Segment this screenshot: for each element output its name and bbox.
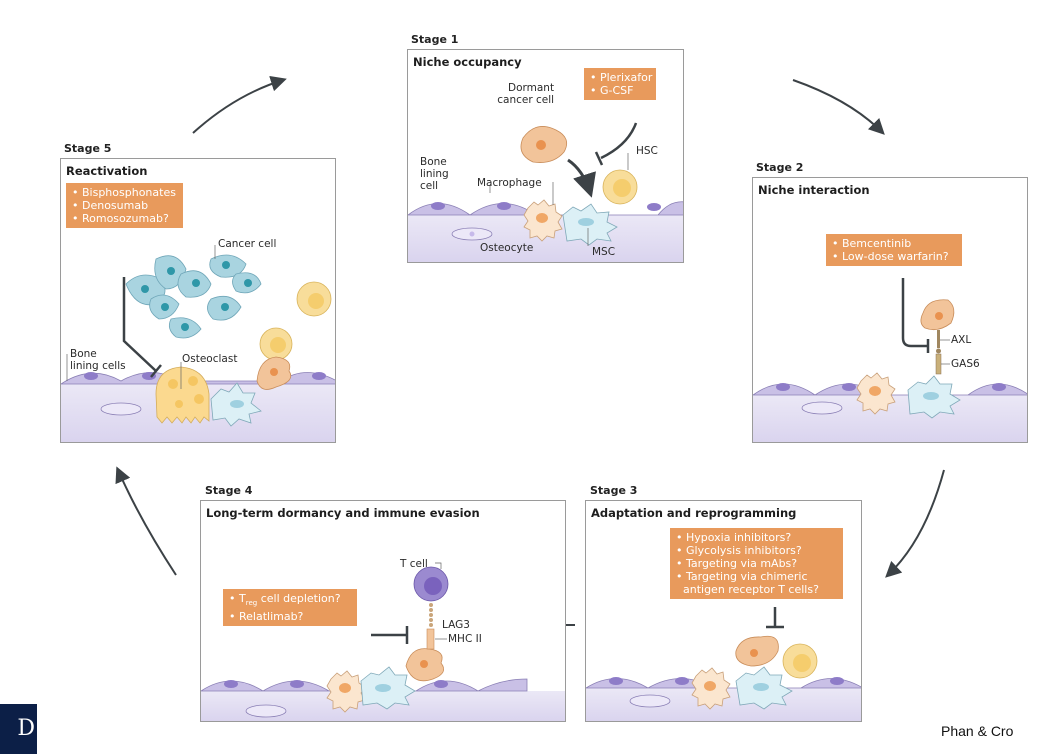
inhibit-line — [122, 277, 157, 372]
stage4-drug-box: • Treg cell depletion? • Relatlimab? — [223, 589, 357, 627]
arrow-stage1-to-stage2 — [792, 79, 885, 135]
cancer-cell-cluster — [125, 254, 262, 339]
drug-item: • G-CSF — [590, 84, 634, 97]
drug-item: • Bisphosphonates — [72, 186, 176, 199]
stage1-label: Stage 1 — [411, 33, 459, 46]
osteocyte — [801, 401, 843, 415]
stage3-label: Stage 3 — [590, 484, 638, 497]
label-macrophage: Macrophage — [477, 177, 542, 189]
drug-item: • Glycolysis inhibitors? — [676, 544, 802, 557]
stage5-panel: Reactivation • Bisphosphonates • Denosum… — [60, 158, 336, 443]
label-msc: MSC — [592, 246, 616, 258]
figure-credit: Phan & Cro — [941, 723, 1014, 739]
label-osteoclast: Osteoclast — [182, 353, 238, 365]
drug-item: • Plerixafor — [590, 71, 653, 84]
osteocyte — [100, 402, 142, 416]
axl-receptor — [937, 330, 940, 348]
osteocyte — [629, 694, 671, 708]
stage2-drug-box: • Bemcentinib • Low-dose warfarin? — [826, 234, 962, 266]
drug-item: • Low-dose warfarin? — [832, 250, 949, 263]
institution-logo: D — [0, 704, 37, 754]
stage1-scene — [408, 122, 683, 262]
stage2-scene — [753, 278, 1027, 442]
stage3-panel: Adaptation and reprogramming • Hypoxia i… — [585, 500, 862, 722]
stage5-title: Reactivation — [66, 164, 148, 178]
drug-item: • Treg cell depletion? — [229, 592, 341, 608]
drug-item: • Targeting via mAbs? — [676, 557, 798, 570]
stage4-scene — [201, 562, 565, 721]
stage5-scene — [61, 245, 335, 442]
stage1-title: Niche occupancy — [413, 55, 522, 69]
drug-item: • Relatlimab? — [229, 610, 304, 624]
drug-item: • Targeting via chimeric — [676, 570, 808, 583]
lag3-receptor — [429, 603, 433, 627]
stage1-panel: Niche occupancy • Plerixafor • G-CSF Dor… — [407, 49, 684, 263]
stage5-drug-box: • Bisphosphonates • Denosumab • Romosozu… — [66, 183, 183, 228]
osteocyte — [245, 704, 287, 718]
label-osteocyte: Osteocyte — [480, 242, 534, 254]
stage5-label: Stage 5 — [64, 142, 112, 155]
label-hsc: HSC — [636, 145, 658, 157]
label-gas6: GAS6 — [951, 358, 980, 370]
stage3-scene — [586, 607, 861, 721]
drug-item: • Hypoxia inhibitors? — [676, 531, 792, 544]
gas6-ligand — [935, 353, 942, 375]
drug-item: antigen receptor T cells? — [676, 583, 819, 596]
stage2-panel: Niche interaction • Bemcentinib • Low-do… — [752, 177, 1028, 443]
inhibit-line — [600, 122, 638, 160]
stage4-panel: Long-term dormancy and immune evasion • … — [200, 500, 566, 722]
label-cancer-cell: Cancer cell — [218, 238, 277, 250]
arrow-stage2-to-stage3 — [885, 469, 945, 578]
homing-arrow — [567, 158, 596, 198]
label-mhc2: MHC II — [448, 633, 482, 645]
stage1-drug-box: • Plerixafor • G-CSF — [584, 68, 656, 100]
drug-item: • Romosozumab? — [72, 212, 169, 225]
label-bone-lining-cell: Bone lining cell — [420, 156, 449, 192]
arrow-stage5-to-stage1 — [192, 75, 287, 134]
stage3-title: Adaptation and reprogramming — [591, 506, 797, 520]
stage2-title: Niche interaction — [758, 183, 870, 197]
inhibit-line — [901, 278, 928, 348]
stage2-label: Stage 2 — [756, 161, 804, 174]
lining-nucleus — [431, 202, 445, 210]
label-lag3: LAG3 — [442, 619, 470, 631]
stage4-label: Stage 4 — [205, 484, 253, 497]
lining-nucleus — [497, 202, 511, 210]
label-axl: AXL — [951, 334, 972, 346]
stage4-title: Long-term dormancy and immune evasion — [206, 506, 480, 520]
lining-nucleus — [647, 203, 661, 211]
arrow-stage4-to-stage1 — [115, 466, 177, 576]
mhc2-molecule — [426, 628, 435, 650]
label-bone-lining-cells: Bone lining cells — [70, 348, 126, 372]
label-t-cell: T cell — [400, 558, 428, 570]
label-dormant-cancer-cell: Dormant cancer cell — [497, 82, 555, 106]
stage3-drug-box: • Hypoxia inhibitors? • Glycolysis inhib… — [670, 528, 843, 599]
drug-item: • Denosumab — [72, 199, 149, 212]
drug-item: • Bemcentinib — [832, 237, 912, 250]
